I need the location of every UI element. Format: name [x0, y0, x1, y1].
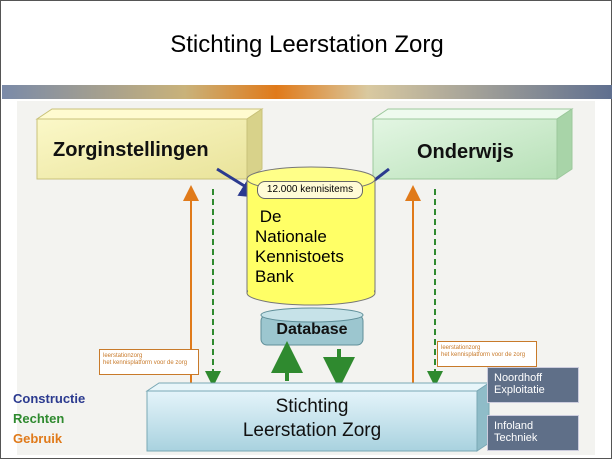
leerstation-logo-right: leerstationzorg het kennisplatform voor … — [437, 341, 537, 367]
kennisitems-badge: 12.000 kennisitems — [257, 181, 363, 199]
database-label: Database — [276, 321, 348, 338]
legend-gebruik: Gebruik — [13, 431, 63, 446]
leerstation-logo-left: leerstationzorg het kennisplatform voor … — [99, 349, 199, 375]
infoland-note: Infoland Techniek — [487, 415, 579, 451]
onderwijs-box — [371, 108, 574, 180]
slide-title: Stichting Leerstation Zorg — [170, 31, 444, 58]
noordhoff-note: Noordhoff Exploitatie — [487, 367, 579, 403]
onderwijs-label: Onderwijs — [417, 141, 514, 163]
database-shape — [260, 307, 364, 346]
zorginstellingen-box — [35, 108, 264, 180]
legend-constructie: Constructie — [13, 391, 86, 406]
legend-rechten: Rechten — [13, 411, 65, 426]
zorginstellingen-label: Zorginstellingen — [53, 139, 209, 161]
knowledge-bank-label: De Nationale Kennistoets Bank — [255, 207, 344, 286]
decorative-band — [2, 85, 612, 99]
stichting-box — [145, 382, 491, 452]
diagram: Zorginstellingen Onderwijs 12.000 kennis… — [13, 101, 595, 455]
stichting-label: Stichting Leerstation Zorg — [242, 396, 382, 441]
